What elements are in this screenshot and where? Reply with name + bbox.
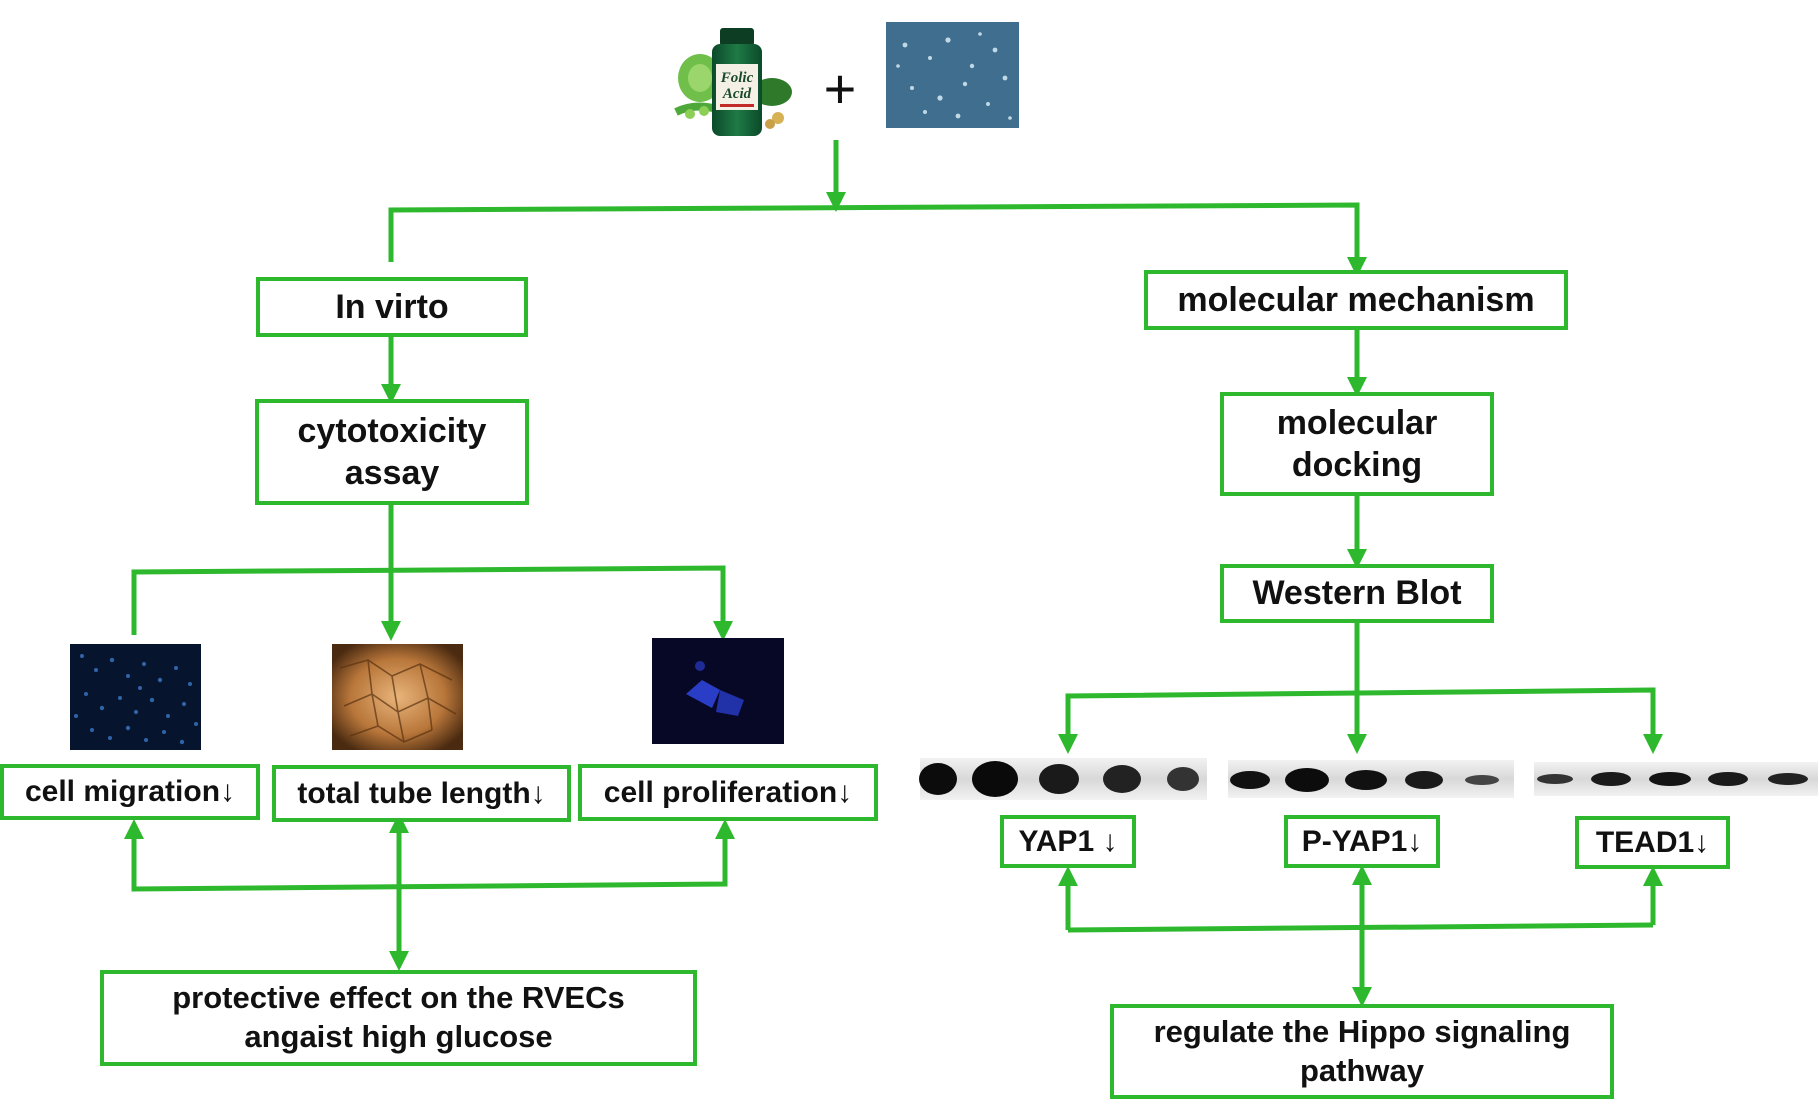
bottle-label-line2: Acid xyxy=(722,86,752,102)
connector xyxy=(131,828,728,892)
tead1-label: TEAD1↓ xyxy=(1595,825,1710,859)
molecular-docking-label: molecular docking xyxy=(1276,403,1438,485)
tube-formation-micrograph xyxy=(332,644,463,750)
molecular-docking-box: molecular docking xyxy=(1220,392,1494,496)
cytotoxicity-assay-label: cytotoxicity assay xyxy=(297,411,487,493)
left-conclusion-box: protective effect on the RVECs angaist h… xyxy=(100,970,697,1066)
connector xyxy=(131,565,733,641)
western-blot-box: Western Blot xyxy=(1220,564,1494,623)
folic-acid-bottle-icon: Folic Acid xyxy=(674,28,792,136)
total-tube-length-box: total tube length↓ xyxy=(272,765,571,822)
cell-migration-label: cell migration↓ xyxy=(24,775,236,809)
cell-proliferation-label: cell proliferation↓ xyxy=(603,775,853,809)
proliferation-micrograph xyxy=(652,638,784,744)
bottle-label-line1: Folic xyxy=(720,70,754,86)
yap1-box: YAP1 ↓ xyxy=(1000,815,1136,868)
migration-micrograph xyxy=(70,644,201,750)
yap1-blot xyxy=(919,758,1207,800)
cell-culture-micrograph xyxy=(886,22,1019,128)
molecular-mechanism-box: molecular mechanism xyxy=(1144,270,1568,330)
connector xyxy=(1065,687,1656,745)
connector xyxy=(388,202,1367,277)
in-vitro-box: In virto xyxy=(256,277,528,337)
in-vitro-label: In virto xyxy=(335,287,449,326)
cell-migration-box: cell migration↓ xyxy=(0,764,260,820)
western-blot-label: Western Blot xyxy=(1252,574,1462,613)
tead1-blot xyxy=(1534,762,1818,796)
right-conclusion-box: regulate the Hippo signaling pathway xyxy=(1110,1004,1614,1099)
cytotoxicity-assay-box: cytotoxicity assay xyxy=(255,399,529,505)
p-yap1-label: P-YAP1↓ xyxy=(1301,824,1423,858)
p-yap1-box: P-YAP1↓ xyxy=(1284,815,1440,868)
tead1-box: TEAD1↓ xyxy=(1575,816,1730,869)
yap1-label: YAP1 ↓ xyxy=(1018,824,1118,858)
right-conclusion-label: regulate the Hippo signaling pathway xyxy=(1153,1013,1571,1088)
p-yap1-blot xyxy=(1228,760,1514,798)
molecular-mechanism-label: molecular mechanism xyxy=(1177,280,1535,319)
cell-proliferation-box: cell proliferation↓ xyxy=(578,764,878,821)
plus-symbol: + xyxy=(824,57,857,120)
total-tube-length-label: total tube length↓ xyxy=(297,776,546,810)
left-conclusion-label: protective effect on the RVECs angaist h… xyxy=(172,980,625,1054)
